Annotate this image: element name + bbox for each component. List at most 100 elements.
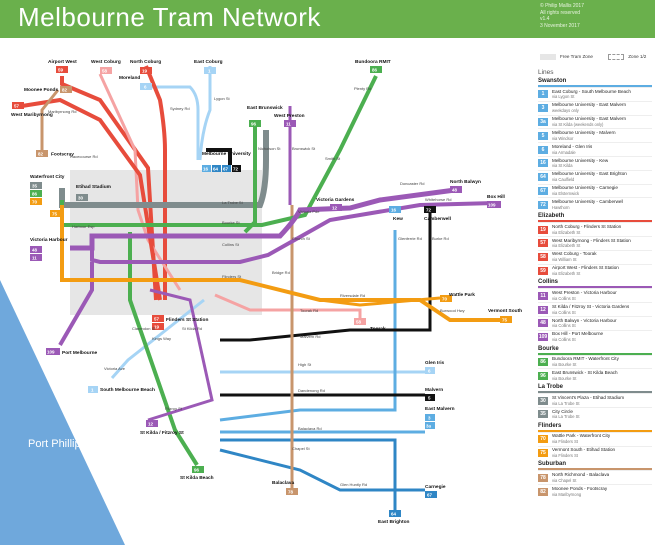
terminal-camberwell[interactable]: 72 Camberwell xyxy=(424,206,451,222)
terminal-east-malvern[interactable]: East Malvern 3 3a xyxy=(425,406,455,429)
terminal-kew[interactable]: 16 Kew xyxy=(389,206,403,222)
terminal-footscray[interactable]: 82 Footscray xyxy=(36,150,74,158)
street-label: Bourke St xyxy=(222,220,240,225)
terminal-east-brighton[interactable]: 64 East Brighton xyxy=(378,510,410,525)
svg-text:35: 35 xyxy=(32,184,38,189)
terminal-melbourne-university[interactable]: Melbourne University 16 64 67 72 xyxy=(202,151,251,172)
terminal-balaclava[interactable]: Balaclava 78 xyxy=(272,480,298,495)
bourke-route-96-line xyxy=(128,126,257,467)
free-zone-label: Free Tram Zone xyxy=(560,54,593,60)
terminal-bundoora-rmit[interactable]: 86 Bundoora RMIT xyxy=(355,59,391,73)
terminal-airport-west[interactable]: 59 Airport West xyxy=(48,59,77,73)
svg-text:75: 75 xyxy=(502,318,508,323)
terminal-vermont-south[interactable]: 75 Vermont South xyxy=(488,308,522,323)
terminal-north-coburg[interactable]: 19 North Coburg xyxy=(130,59,161,74)
terminal-glen-iris[interactable]: Glen Iris 6 xyxy=(425,360,445,374)
terminal-west-preston[interactable]: 11 West Preston xyxy=(274,113,305,127)
route-number-badge: 57 xyxy=(538,239,548,248)
terminal-toorak[interactable]: 58 Toorak xyxy=(354,318,386,332)
route-name: St Kilda / Fitzroy St - Victoria Gardens xyxy=(552,303,630,309)
terminal-carnegie[interactable]: Carnegie 67 xyxy=(425,484,446,498)
terminal-st-kilda-fitzroy[interactable]: 12 St Kilda / Fitzroy St xyxy=(140,420,184,436)
terminal-west-maribyrnong[interactable]: 57 West Maribyrnong xyxy=(11,102,53,118)
street-label: Collins St xyxy=(222,242,240,247)
terminal-victoria-gardens[interactable]: Victoria Gardens 12 xyxy=(316,197,355,211)
terminal-waterfront-city[interactable]: Waterfront City 35 86 70 xyxy=(30,174,65,205)
terminal-victoria-harbour[interactable]: Victoria Harbour 48 11 xyxy=(30,237,68,261)
route-number-badge: 96 xyxy=(538,371,548,380)
route-legend-item[interactable]: 12 St Kilda / Fitzroy St - Victoria Garde… xyxy=(538,302,652,316)
route-via: via Bourke St xyxy=(552,361,577,367)
svg-text:96: 96 xyxy=(251,122,257,127)
terminal-box-hill[interactable]: Box Hill 109 xyxy=(487,194,505,208)
svg-text:82: 82 xyxy=(38,152,44,157)
svg-text:Victoria Harbour: Victoria Harbour xyxy=(30,237,68,243)
terminal-st-kilda-beach[interactable]: 96 St Kilda Beach xyxy=(180,466,214,481)
route-via: via Caulfield xyxy=(552,177,575,183)
flinders-line xyxy=(60,205,500,322)
street-label: Doncaster Rd xyxy=(400,181,424,186)
svg-text:East Malvern: East Malvern xyxy=(425,406,455,412)
street-label: Victoria Ave xyxy=(104,366,126,371)
route-number-badge: 58 xyxy=(538,253,548,262)
terminal-moreland[interactable]: 6 Moreland xyxy=(119,75,152,90)
route-number-badge: 70 xyxy=(538,435,548,444)
route-name: East Coburg - South Melbourne Beach xyxy=(552,88,631,94)
terminal-etihad-stadium[interactable]: Etihad Stadium 30 75 xyxy=(50,184,111,217)
header-bar: Melbourne Tram Network © Philip Mallis 2… xyxy=(0,0,655,38)
route-number-badge: 12 xyxy=(538,305,548,314)
terminal-west-coburg[interactable]: 58 West Coburg xyxy=(91,59,121,74)
terminal-malvern[interactable]: Malvern 5 xyxy=(425,387,443,401)
terminal-north-balwyn[interactable]: North Balwyn 48 xyxy=(450,179,481,193)
terminal-south-melbourne-beach[interactable]: 1 South Melbourne Beach xyxy=(88,386,155,393)
route-via: via Chapel St xyxy=(552,477,577,483)
terminal-port-melbourne[interactable]: 109 Port Melbourne xyxy=(46,348,98,356)
street-label: Malvern Rd xyxy=(300,334,320,339)
terminal-moonee-ponds[interactable]: 82 Moonee Ponds xyxy=(24,86,72,93)
route-text: St Kilda / Fitzroy St - Victoria Gardens… xyxy=(552,304,629,316)
route-number-badge: 64 xyxy=(538,173,548,182)
route-number-badge: 48 xyxy=(538,319,548,328)
svg-text:East Brunswick: East Brunswick xyxy=(247,105,283,111)
svg-text:Carnegie: Carnegie xyxy=(425,484,446,490)
terminal-east-brunswick[interactable]: 96 East Brunswick xyxy=(247,105,283,127)
collins-route-109-line xyxy=(90,201,496,264)
route-58-toorak-line xyxy=(214,293,362,318)
route-number-badge: 35 xyxy=(538,410,548,419)
terminal-wattle-park[interactable]: 70 Wattle Park xyxy=(440,292,475,302)
terminal-flinders-st-station[interactable]: 57 19 Flinders St Station xyxy=(152,315,208,330)
svg-text:Vermont South: Vermont South xyxy=(488,308,522,314)
terminal-east-coburg[interactable]: 1 East Coburg xyxy=(194,59,223,74)
